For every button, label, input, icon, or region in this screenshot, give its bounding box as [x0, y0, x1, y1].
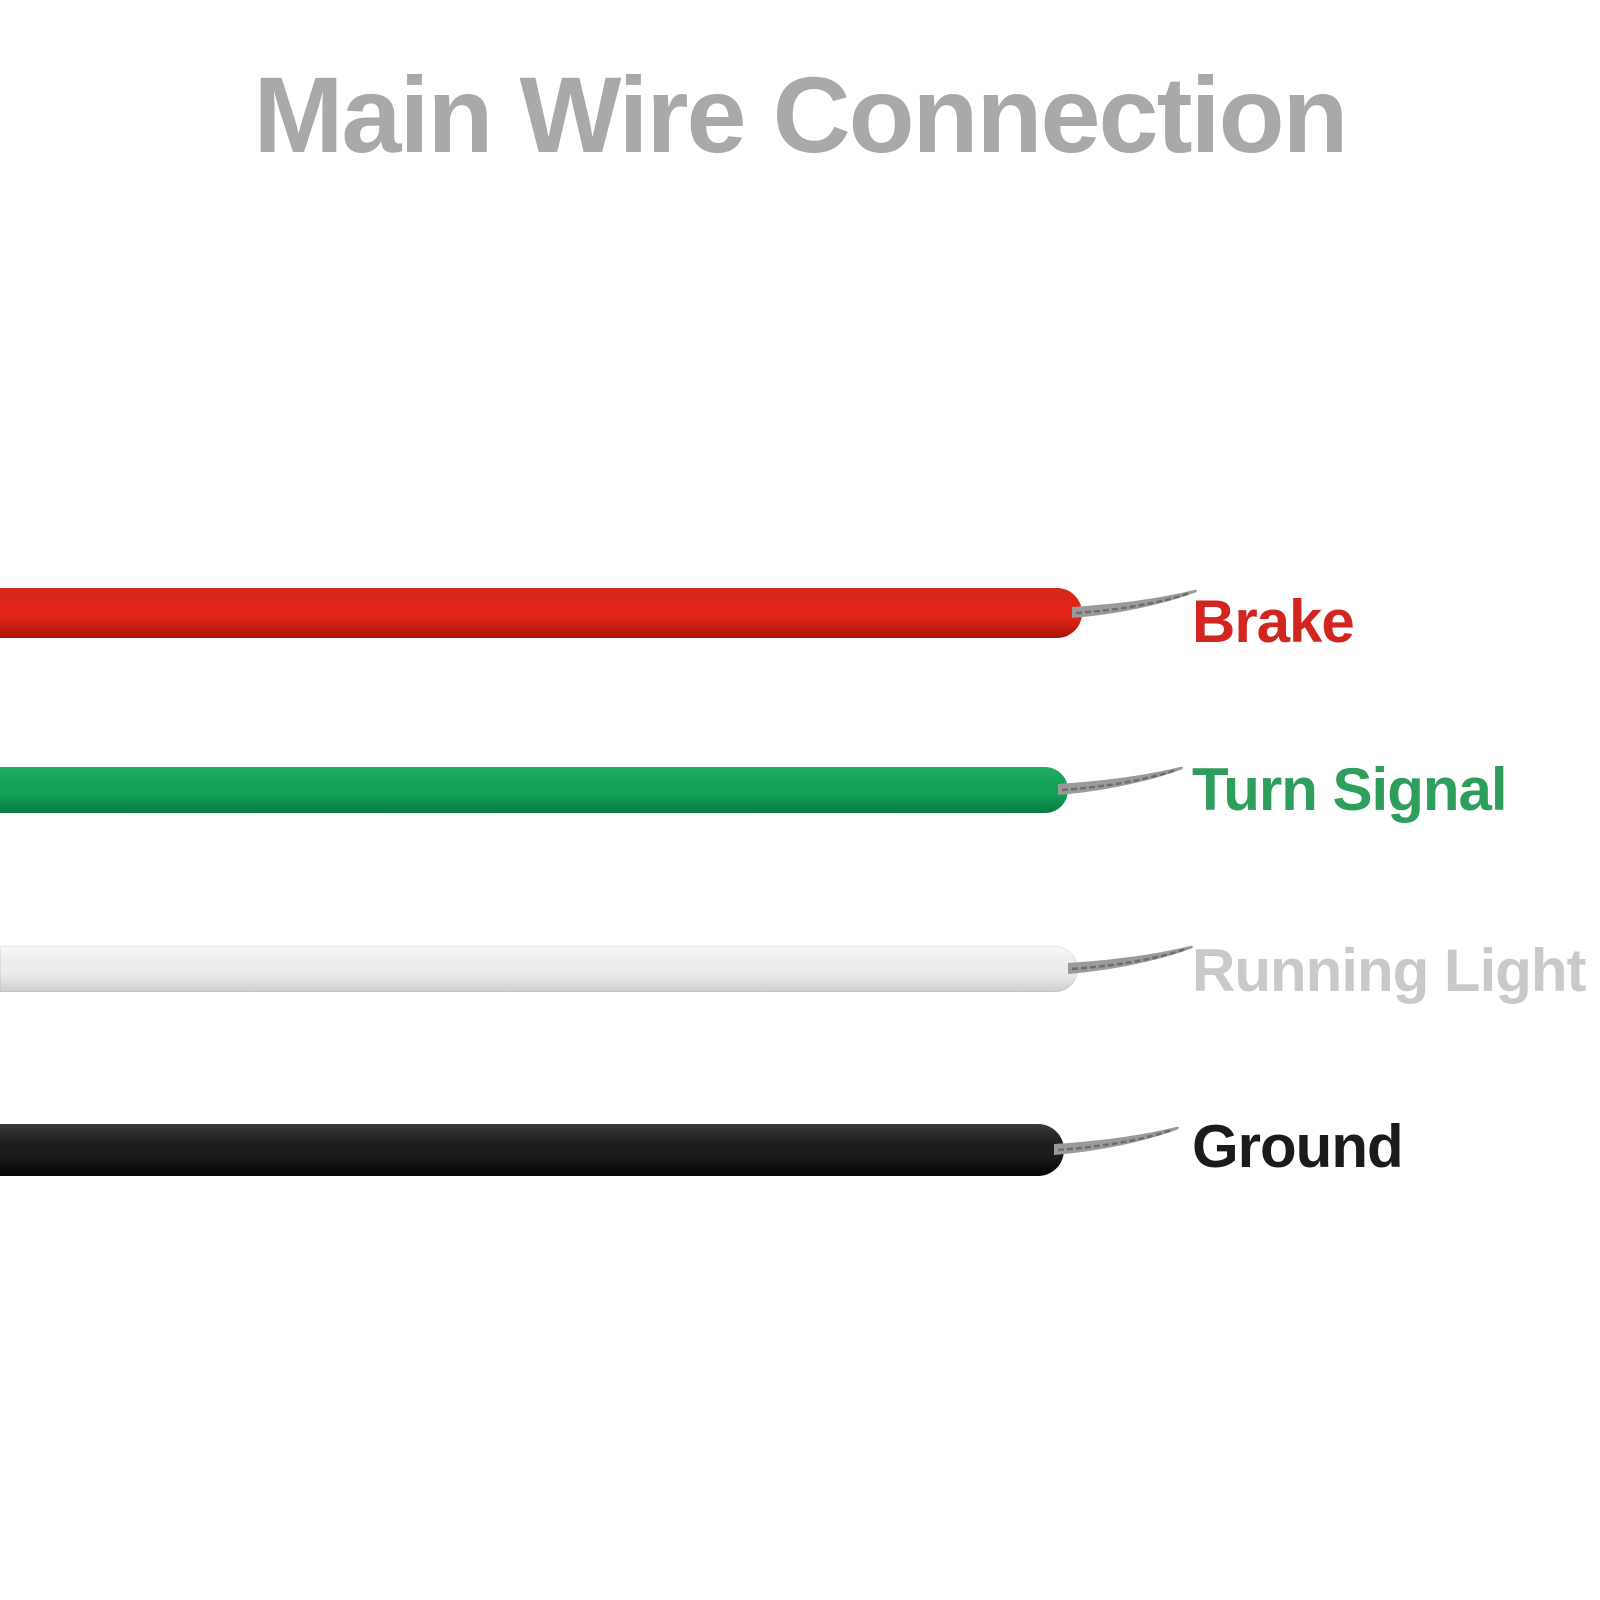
- turn-signal-wire-strand-icon: [1058, 766, 1183, 795]
- brake-wire-insulation: [0, 588, 1082, 638]
- turn-signal-label: Turn Signal: [1192, 756, 1508, 823]
- ground-wire-strand-icon: [1054, 1126, 1179, 1155]
- page-title: Main Wire Connection: [253, 54, 1348, 175]
- turn-signal-wire-insulation: [0, 767, 1068, 813]
- ground-label: Ground: [1192, 1113, 1404, 1180]
- brake-wire-strand-icon: [1072, 589, 1197, 618]
- running-light-wire-strand-icon: [1068, 945, 1193, 974]
- brake-label: Brake: [1192, 588, 1355, 655]
- running-light-label: Running Light: [1192, 937, 1587, 1004]
- running-light-wire-insulation: [0, 946, 1078, 992]
- ground-wire-insulation: [0, 1124, 1064, 1176]
